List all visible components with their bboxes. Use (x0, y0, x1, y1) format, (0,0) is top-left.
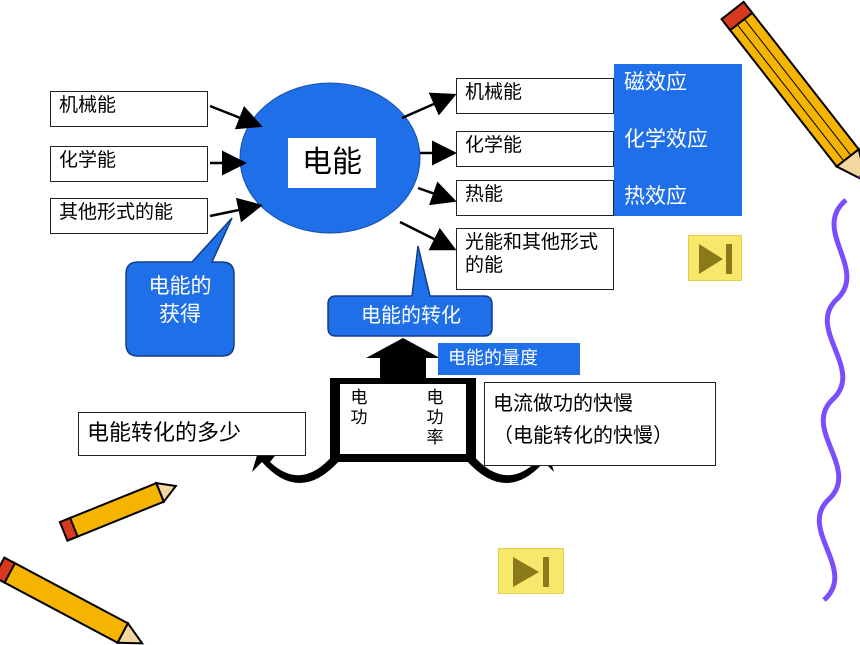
arrow-in-1 (209, 104, 263, 130)
pencil-icon (720, 0, 860, 184)
effects-panel: 磁效应 化学效应 热效应 (614, 64, 742, 216)
effect-chemical: 化学效应 (624, 127, 708, 151)
output-box-mechanical: 机械能 (456, 78, 614, 114)
amount-note: 电能转化的多少 (78, 412, 306, 456)
effect-magnetic: 磁效应 (624, 70, 687, 94)
callout-convert-shape (327, 245, 493, 337)
output-box-light-other: 光能和其他形式的能 (456, 228, 614, 290)
wave-decoration (816, 198, 850, 602)
callout-convert-text: 电能的转化 (361, 303, 461, 327)
output-box-chemical: 化学能 (456, 131, 614, 167)
source-box-chemical: 化学能 (50, 146, 208, 182)
arrow-in-3 (209, 197, 263, 223)
pencil-icon (58, 481, 178, 542)
pencil-icon (0, 556, 145, 645)
source-box-mechanical: 机械能 (50, 91, 208, 127)
up-arrow (366, 338, 440, 378)
play-next-icon (699, 244, 732, 274)
arrow-out-3 (417, 181, 457, 206)
next-slide-button-bottom[interactable] (498, 548, 564, 594)
callout-acquire-text: 电能的获得 (148, 274, 212, 326)
speed-note-line2: （电能转化的快慢） (493, 423, 673, 447)
next-slide-button[interactable] (688, 235, 742, 281)
curve-arrow-left (252, 452, 340, 484)
arrow-out-4 (399, 220, 457, 251)
arrow-out-1 (401, 92, 457, 120)
play-next-icon (513, 557, 549, 587)
effect-heat: 热效应 (624, 184, 687, 208)
work-label: 电功 (350, 388, 368, 428)
speed-note-line1: 电流做功的快慢 (493, 391, 633, 415)
callout-acquire-shape (125, 217, 235, 357)
speed-note: 电流做功的快慢 （电能转化的快慢） (484, 382, 716, 466)
output-box-heat: 热能 (456, 180, 614, 216)
curve-arrow-right (466, 452, 554, 484)
source-box-other: 其他形式的能 (50, 198, 208, 234)
power-label: 电功率 (426, 388, 444, 448)
measure-label: 电能的量度 (438, 343, 580, 375)
center-label: 电能 (288, 138, 376, 188)
